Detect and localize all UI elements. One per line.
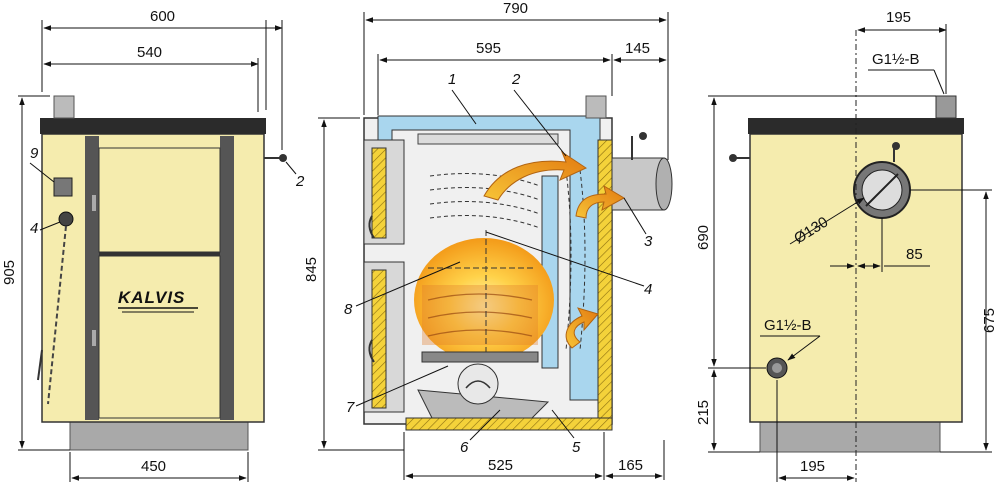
rear-dim-height-bottom: 215 bbox=[695, 400, 712, 425]
section-callout-1: 1 bbox=[448, 71, 456, 88]
section-view: 790 595 145 845 525 165 1 2 3 4 5 6 7 8 bbox=[303, 0, 673, 480]
section-callout-3: 3 bbox=[644, 233, 653, 250]
section-insulation-bottom bbox=[405, 417, 613, 431]
section-insulation-rear bbox=[597, 139, 613, 419]
rear-side-handle bbox=[729, 154, 737, 162]
section-flow-arrow bbox=[483, 150, 588, 201]
rear-top-plate bbox=[748, 118, 964, 134]
front-side-handle bbox=[279, 154, 287, 162]
front-lower-door bbox=[98, 255, 221, 419]
brand-logo: KALVIS bbox=[118, 288, 185, 307]
rear-label-bottom-pipe: G1½-B bbox=[764, 317, 812, 334]
rear-dim-top-offset: 195 bbox=[886, 9, 911, 26]
front-callout-9: 9 bbox=[30, 145, 39, 162]
rear-dim-bottom-offset: 195 bbox=[800, 458, 825, 475]
section-callout-7: 7 bbox=[346, 399, 355, 416]
rear-dim-height-flue: 690 bbox=[695, 225, 712, 250]
front-frame-left bbox=[85, 136, 99, 420]
rear-dim-height-upper: 675 bbox=[981, 308, 998, 333]
section-fire bbox=[414, 238, 554, 362]
rear-view: 195 G1½-B 690 215 675 Ø130 85 G1½-B 195 bbox=[695, 9, 998, 482]
front-upper-door bbox=[98, 147, 221, 253]
section-callout-5: 5 bbox=[572, 439, 581, 456]
front-dim-width-inner: 540 bbox=[137, 44, 162, 61]
front-top-pipe bbox=[53, 95, 75, 119]
rear-label-top-pipe: G1½-B bbox=[872, 51, 920, 68]
section-dim-base: 525 bbox=[488, 457, 513, 474]
front-hinge bbox=[92, 330, 96, 346]
section-callout-4: 4 bbox=[644, 281, 652, 298]
section-callout-6: 6 bbox=[460, 439, 469, 456]
section-ash-pan bbox=[417, 389, 550, 419]
section-dim-height: 845 bbox=[303, 257, 320, 282]
section-callout-8: 8 bbox=[344, 301, 353, 318]
front-dim-height: 905 bbox=[1, 260, 18, 285]
front-regulator-knob bbox=[58, 211, 74, 227]
section-dim-total: 790 bbox=[503, 0, 528, 17]
front-dim-base-width: 450 bbox=[141, 458, 166, 475]
front-callout-4: 4 bbox=[30, 220, 38, 237]
front-thermometer bbox=[53, 177, 73, 197]
front-top-plate bbox=[40, 118, 266, 134]
rear-base bbox=[759, 419, 941, 453]
section-grate bbox=[421, 351, 539, 363]
section-callout-2: 2 bbox=[511, 71, 521, 88]
rear-dim-flue-offset: 85 bbox=[906, 246, 923, 263]
front-callout-2: 2 bbox=[295, 173, 305, 190]
front-frame-right bbox=[220, 136, 234, 420]
section-dim-rear: 165 bbox=[618, 457, 643, 474]
section-top-pipe bbox=[585, 95, 607, 119]
section-dim-flue-offset: 145 bbox=[625, 40, 650, 57]
rear-top-pipe bbox=[935, 95, 957, 119]
section-dim-depth: 595 bbox=[476, 40, 501, 57]
front-hinge bbox=[92, 195, 96, 211]
front-view: KALVIS 600 540 905 450 9 4 2 bbox=[1, 8, 305, 482]
front-dim-width-total: 600 bbox=[150, 8, 175, 25]
front-base bbox=[69, 419, 249, 451]
